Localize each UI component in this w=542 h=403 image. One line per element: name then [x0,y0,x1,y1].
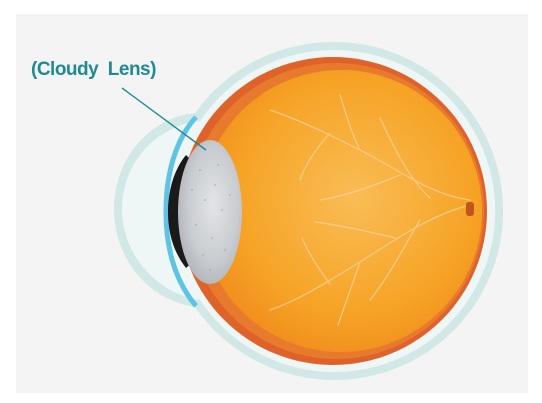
cloudy-lens [178,140,242,284]
cloudy-lens-label: (Cloudy Lens) [31,59,156,81]
optic-disc [466,202,474,216]
retina [200,70,482,352]
